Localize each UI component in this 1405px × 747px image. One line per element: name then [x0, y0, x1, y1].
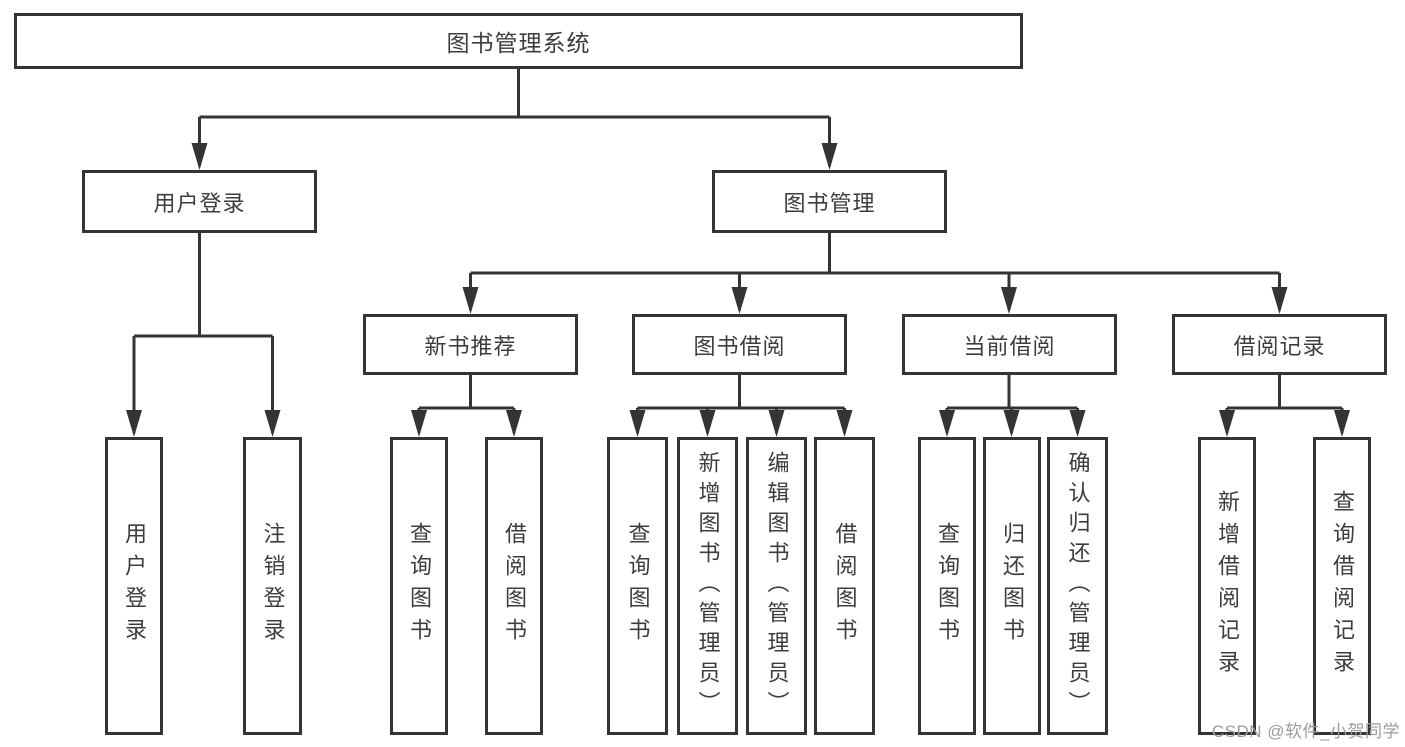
- node-label: 图书借阅: [693, 333, 786, 359]
- node-label: 新书推荐: [424, 333, 517, 359]
- node-label: 归还图书: [1000, 522, 1025, 650]
- node-leaf-logout: 注销登录: [243, 437, 302, 735]
- node-label: 借阅图书: [502, 522, 527, 650]
- node-borrowing-records: 借阅记录: [1172, 314, 1387, 375]
- node-book-management: 图书管理: [712, 170, 947, 233]
- node-label: 查询图书: [625, 522, 651, 650]
- node-label: 图书管理: [783, 190, 876, 216]
- node-label: 借阅图书: [832, 522, 858, 650]
- node-leaf-borrow-books: 借阅图书: [814, 437, 875, 735]
- node-label: 新增图书（管理员）: [695, 451, 721, 721]
- node-label: 用户登录: [153, 190, 246, 216]
- node-label: 编辑图书（管理员）: [764, 451, 790, 721]
- node-label: 当前借阅: [963, 333, 1056, 359]
- node-label: 图书管理系统: [446, 30, 591, 56]
- node-new-book-recommendation: 新书推荐: [363, 314, 578, 375]
- node-label: 查询借阅记录: [1330, 490, 1355, 682]
- node-leaf-borrow-books-recommend: 借阅图书: [485, 437, 543, 735]
- node-leaf-return-book: 归还图书: [983, 437, 1041, 735]
- node-label: 查询图书: [935, 522, 960, 650]
- node-leaf-add-borrow-record: 新增借阅记录: [1198, 437, 1256, 735]
- node-label: 查询图书: [407, 522, 432, 650]
- node-leaf-add-book-admin: 新增图书（管理员）: [677, 437, 738, 735]
- node-leaf-query-books-borrow: 查询图书: [607, 437, 668, 735]
- node-label: 借阅记录: [1233, 333, 1326, 359]
- node-leaf-query-books-recommend: 查询图书: [390, 437, 448, 735]
- node-book-borrowing: 图书借阅: [632, 314, 847, 375]
- watermark: CSDN @软件_小贺同学: [1211, 722, 1400, 741]
- node-user-login: 用户登录: [82, 170, 317, 233]
- node-label: 新增借阅记录: [1215, 490, 1240, 682]
- node-leaf-edit-book-admin: 编辑图书（管理员）: [746, 437, 807, 735]
- node-label: 用户登录: [122, 522, 147, 650]
- node-leaf-confirm-return-admin: 确认归还（管理员）: [1047, 437, 1108, 735]
- node-label: 注销登录: [260, 522, 286, 650]
- node-library-management-system: 图书管理系统: [14, 13, 1023, 69]
- node-leaf-query-borrow-record: 查询借阅记录: [1313, 437, 1371, 735]
- node-leaf-query-books-current: 查询图书: [918, 437, 976, 735]
- node-label: 确认归还（管理员）: [1065, 451, 1091, 721]
- node-current-borrowing: 当前借阅: [902, 314, 1117, 375]
- node-leaf-user-login: 用户登录: [105, 437, 163, 735]
